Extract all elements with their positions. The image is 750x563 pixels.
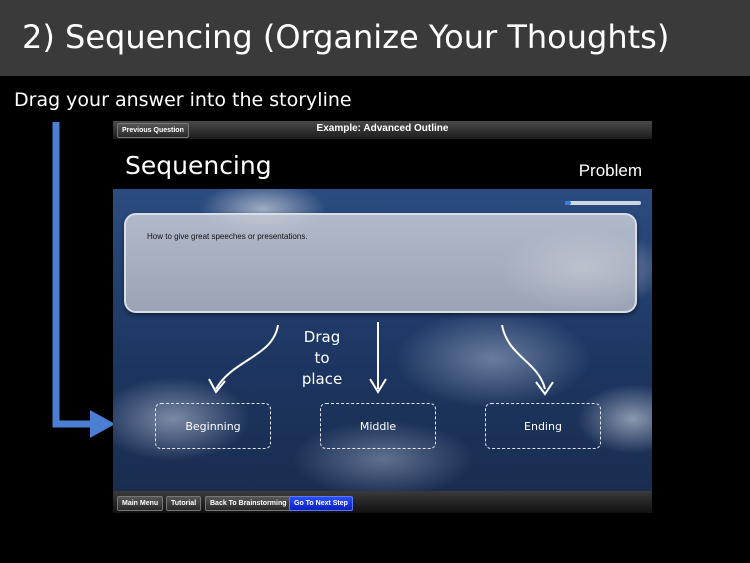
app-subheading: Problem [578, 161, 642, 180]
go-to-next-step-button[interactable]: Go To Next Step [289, 496, 353, 511]
progress-bar-fill [565, 201, 572, 205]
storyline-canvas: How to give great speeches or presentati… [113, 189, 652, 491]
app-header: Sequencing Problem [113, 139, 652, 189]
main-menu-button[interactable]: Main Menu [117, 496, 164, 511]
tutorial-button[interactable]: Tutorial [166, 496, 202, 511]
topbar-title: Example: Advanced Outline [316, 123, 449, 134]
drop-zone-middle[interactable]: Middle [320, 403, 436, 449]
progress-bar [565, 201, 641, 205]
instruction-text: Drag your answer into the storyline [14, 89, 352, 111]
drag-hint: Drag to place [292, 327, 352, 390]
curved-arrow-right-icon [501, 324, 554, 396]
drop-zone-beginning[interactable]: Beginning [155, 403, 271, 449]
drag-hint-line: Drag [303, 328, 341, 346]
drop-zone-label: Beginning [185, 419, 241, 433]
previous-question-button[interactable]: Previous Question [117, 123, 189, 138]
app-window: Previous Question Example: Advanced Outl… [113, 121, 652, 513]
problem-text-box[interactable]: How to give great speeches or presentati… [124, 213, 637, 313]
drag-hint-line: to [314, 349, 330, 367]
problem-text: How to give great speeches or presentati… [147, 232, 308, 241]
straight-arrow-down-icon [369, 322, 387, 394]
drop-zone-label: Middle [359, 419, 397, 433]
curved-arrow-left-icon [208, 324, 279, 394]
drop-zone-ending[interactable]: Ending [485, 403, 601, 449]
drag-arrows [208, 322, 554, 396]
drag-hint-line: place [301, 370, 343, 388]
app-topbar: Previous Question Example: Advanced Outl… [113, 121, 652, 139]
drop-zone-label: Ending [524, 419, 562, 433]
app-bottombar: Main Menu Tutorial Back To Brainstorming… [113, 491, 652, 513]
slide-title-bar: 2) Sequencing (Organize Your Thoughts) [0, 0, 750, 76]
app-heading: Sequencing [125, 151, 272, 180]
back-to-brainstorming-button[interactable]: Back To Brainstorming [205, 496, 292, 511]
slide-title: 2) Sequencing (Organize Your Thoughts) [22, 18, 670, 56]
